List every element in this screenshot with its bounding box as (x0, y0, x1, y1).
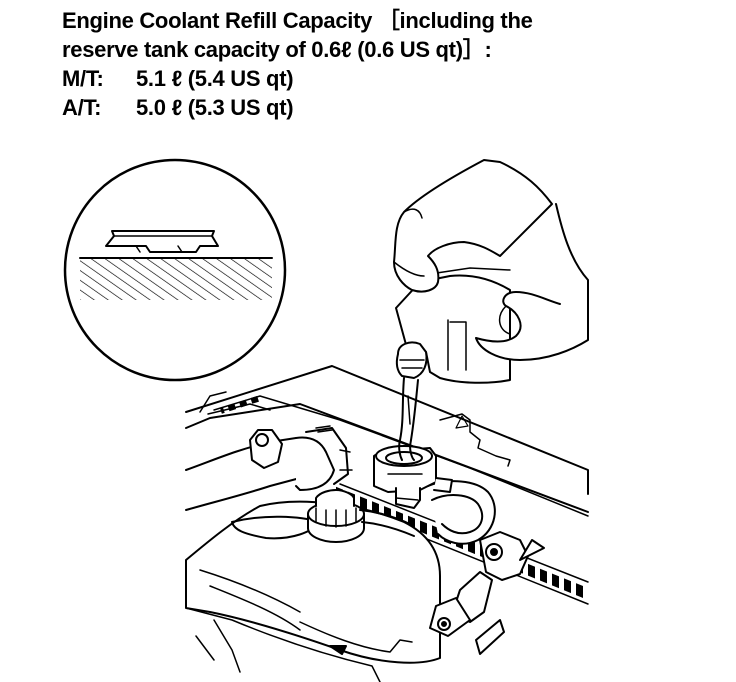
capacity-value-mt: 5.1 ℓ (5.4 US qt) (136, 66, 294, 91)
spec-row-manual: M/T: 5.1 ℓ (5.4 US qt) (62, 64, 722, 93)
coolant-capacity-spec: Engine Coolant Refill Capacity ［includin… (62, 6, 722, 122)
cap-detail-inset (65, 160, 285, 380)
transmission-label-mt: M/T: (62, 66, 104, 91)
coolant-stream (399, 378, 418, 460)
mount-bracket (430, 532, 544, 654)
spec-line-2: reserve tank capacity of 0.6ℓ (0.6 US qt… (62, 35, 722, 64)
spec-title: Engine Coolant Refill Capacity (62, 8, 373, 33)
radiator-hose (186, 426, 352, 510)
spec-line-1: Engine Coolant Refill Capacity ［includin… (62, 6, 722, 35)
spec-note-reserve: reserve tank capacity of 0.6ℓ (0.6 US qt… (62, 37, 492, 62)
hatched-neck-section (80, 258, 272, 300)
upper-hand (394, 160, 552, 292)
coolant-jug (396, 268, 510, 383)
cap-profile (106, 231, 218, 252)
spec-note-start: ［including the (377, 8, 533, 33)
transmission-label-at: A/T: (62, 95, 102, 120)
radiator-frame (186, 366, 588, 516)
overflow-tube (360, 481, 495, 544)
hands (394, 160, 588, 360)
radiator-tab (440, 414, 510, 466)
spec-row-automatic: A/T: 5.0 ℓ (5.3 US qt) (62, 93, 722, 122)
filler-neck (374, 446, 452, 508)
reserve-tank (186, 502, 440, 682)
inset-circle (65, 160, 285, 380)
lower-hand (476, 204, 588, 360)
capacity-value-at: 5.0 ℓ (5.3 US qt) (136, 95, 294, 120)
reserve-tank-cap (308, 490, 364, 542)
